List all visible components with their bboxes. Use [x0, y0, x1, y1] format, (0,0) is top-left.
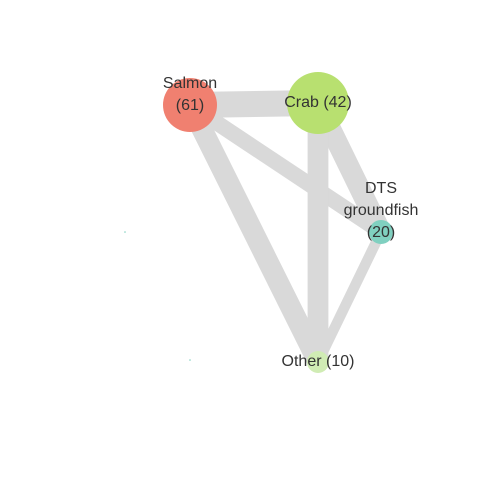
node-dts	[369, 220, 393, 244]
node-label-salmon: Salmon (61)	[163, 75, 217, 114]
stray-dot	[124, 231, 126, 233]
node-salmon	[163, 78, 217, 132]
node-label-line: Salmon	[163, 75, 217, 92]
edges-layer	[180, 90, 391, 367]
edge-dts-other	[313, 229, 386, 365]
node-label-line: DTS	[365, 180, 397, 197]
node-label-line: groundfish	[344, 202, 419, 219]
node-label-other: Other (10)	[282, 353, 355, 370]
edge-salmon-dts	[185, 98, 386, 239]
stray-dot	[189, 359, 191, 361]
nodes-layer	[163, 72, 393, 373]
node-label-line: Other (10)	[282, 353, 355, 370]
node-label-crab: Crab (42)	[284, 94, 352, 111]
node-other	[307, 351, 329, 373]
node-label-line: Crab (42)	[284, 94, 352, 111]
node-label-dts: DTS groundfish (20)	[344, 180, 419, 241]
node-label-line: (61)	[176, 97, 204, 114]
node-label-line: (20)	[367, 224, 395, 241]
edge-salmon-other	[180, 100, 328, 367]
labels-layer: Salmon (61) Crab (42) DTS groundfish (20) Othe…	[163, 75, 418, 370]
node-crab	[287, 72, 349, 134]
